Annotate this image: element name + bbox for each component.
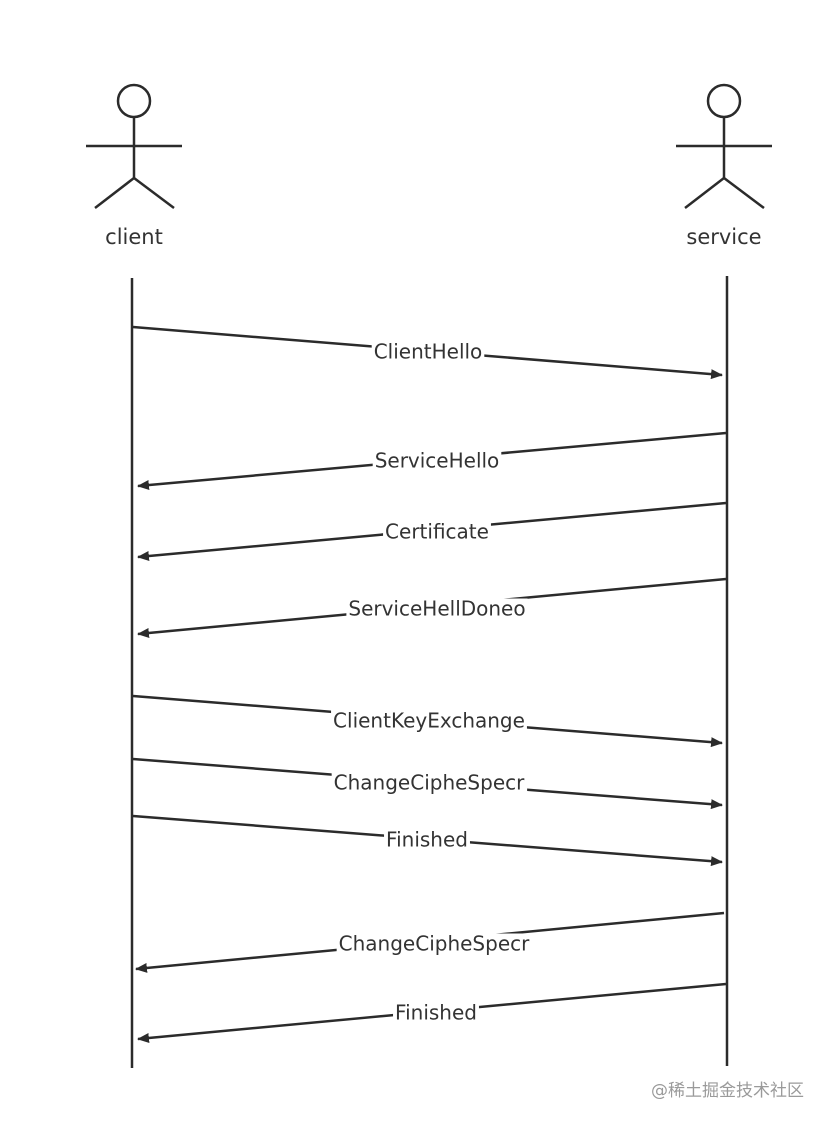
message-label: ChangeCipheSpecr (339, 932, 530, 956)
message-label-background (372, 450, 502, 471)
client-label: client (105, 225, 163, 249)
watermark: @稀土掘金技术社区 (651, 1081, 804, 1101)
message-label-background (383, 521, 491, 542)
messages: ClientHelloServiceHelloCertificateServic… (132, 325, 727, 1043)
message-label-background (393, 1002, 479, 1023)
message-label-background (336, 933, 533, 954)
service-label: service (686, 225, 761, 249)
message-label-background (346, 598, 528, 619)
message-label: Certificate (385, 520, 489, 544)
message-label: ChangeCipheSpecr (334, 771, 525, 795)
message-label: ClientKeyExchange (333, 709, 525, 733)
message-label: ServiceHello (375, 449, 500, 473)
message-label-background (384, 829, 470, 850)
client-actor-icon (86, 83, 182, 209)
message-label: ServiceHellDoneo (348, 597, 525, 621)
service-actor-icon (676, 83, 772, 209)
message-label-background (331, 710, 527, 731)
message-label: Finished (386, 828, 468, 852)
message-label: Finished (395, 1001, 477, 1025)
message-label-background (331, 772, 528, 793)
message-label-background (371, 341, 485, 362)
message-label: ClientHello (374, 340, 483, 364)
